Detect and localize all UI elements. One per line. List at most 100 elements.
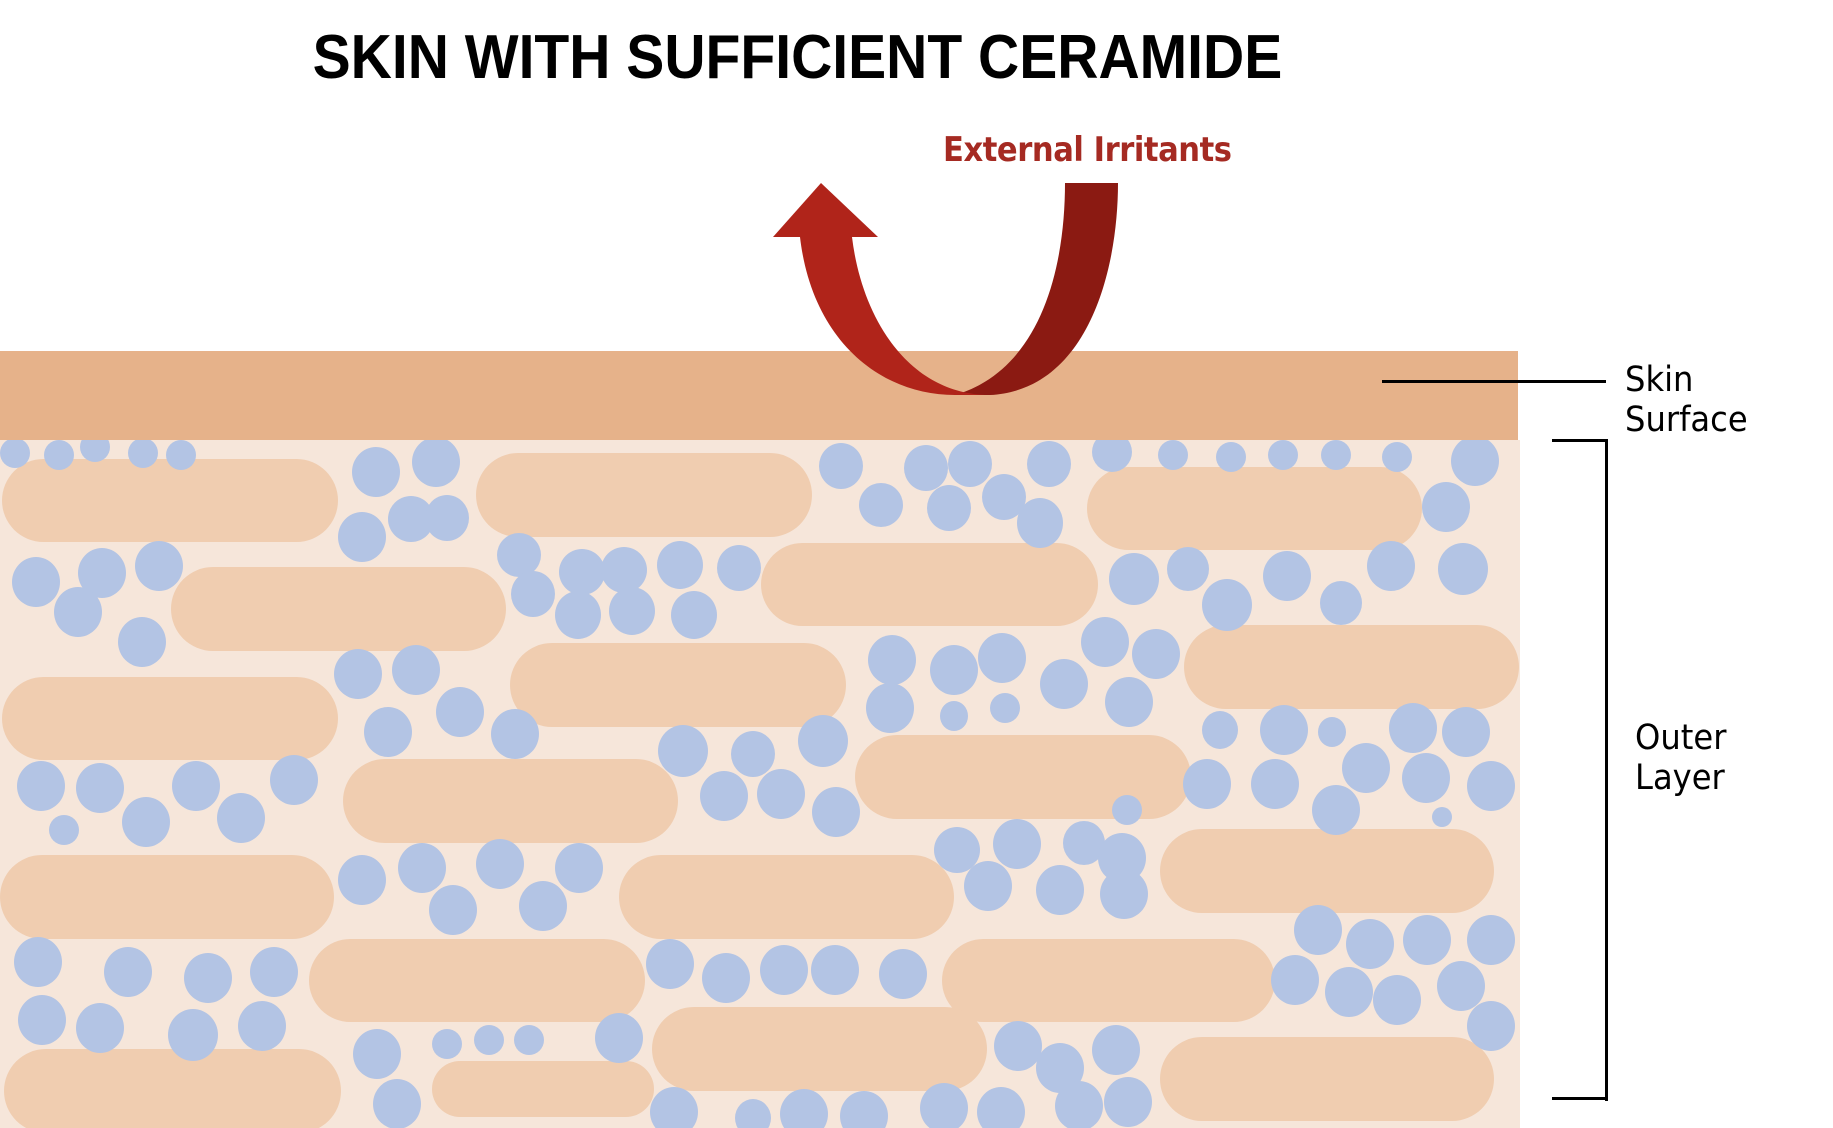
ceramide-droplet — [128, 440, 158, 468]
ceramide-droplet — [122, 797, 170, 847]
ceramide-droplet — [168, 1009, 218, 1061]
ceramide-droplet — [18, 995, 66, 1045]
external-irritants-label: External Irritants — [943, 130, 1232, 170]
ceramide-droplet — [353, 1029, 401, 1079]
ceramide-droplet — [1271, 955, 1319, 1005]
ceramide-droplet — [250, 947, 298, 997]
ceramide-droplet — [76, 763, 124, 813]
ceramide-droplet — [927, 485, 971, 531]
ceramide-droplet — [1346, 919, 1394, 969]
ceramide-droplet — [80, 440, 110, 462]
ceramide-droplet — [135, 541, 183, 591]
skin-cell — [2, 677, 338, 760]
ceramide-droplet — [1389, 703, 1437, 753]
ceramide-droplet — [735, 1099, 771, 1128]
ceramide-droplet — [1294, 905, 1342, 955]
outer-layer-region — [0, 440, 1520, 1128]
ceramide-droplet — [1268, 440, 1298, 470]
ceramide-droplet — [1167, 547, 1209, 591]
ceramide-droplet — [1092, 1025, 1140, 1075]
ceramide-droplet — [1100, 869, 1148, 919]
ceramide-droplet — [511, 571, 555, 617]
ceramide-droplet — [1158, 440, 1188, 470]
ceramide-droplet — [436, 687, 484, 737]
ceramide-droplet — [270, 755, 318, 805]
ceramide-droplet — [1451, 440, 1499, 486]
ceramide-droplet — [609, 587, 655, 635]
ceramide-droplet — [920, 1083, 968, 1128]
skin-cell — [0, 855, 334, 939]
ceramide-droplet — [519, 881, 567, 931]
ceramide-droplet — [1467, 1001, 1515, 1051]
skin-cell — [171, 567, 506, 651]
ceramide-droplet — [859, 483, 903, 527]
ceramide-droplet — [1320, 581, 1362, 625]
ceramide-droplet — [601, 547, 647, 593]
outer-layer-bracket-bottom — [1552, 1097, 1608, 1100]
ceramide-droplet — [1432, 807, 1452, 827]
ceramide-droplet — [700, 771, 748, 821]
ceramide-droplet — [476, 839, 524, 889]
ceramide-droplet — [1183, 759, 1231, 809]
skin-cell — [1087, 467, 1422, 550]
ceramide-droplet — [993, 819, 1041, 869]
skin-cell — [1160, 829, 1494, 913]
skin-cell — [942, 939, 1275, 1022]
ceramide-droplet — [1105, 677, 1153, 727]
ceramide-droplet — [172, 761, 220, 811]
ceramide-droplet — [54, 587, 102, 637]
ceramide-droplet — [373, 1079, 421, 1128]
diagram-title: SKIN WITH SUFFICIENT CERAMIDE — [312, 23, 1283, 92]
ceramide-droplet — [757, 769, 805, 819]
skin-cell — [309, 939, 645, 1022]
ceramide-droplet — [1318, 717, 1346, 747]
ceramide-droplet — [1402, 753, 1450, 803]
ceramide-droplet — [398, 843, 446, 893]
arrowhead-icon — [773, 183, 878, 237]
ceramide-droplet — [1321, 440, 1351, 470]
skin-cell — [1160, 1037, 1494, 1121]
ceramide-droplet — [940, 701, 968, 731]
ceramide-droplet — [658, 725, 708, 777]
ceramide-droplet — [1216, 442, 1246, 472]
ceramide-droplet — [1055, 1081, 1103, 1128]
ceramide-droplet — [14, 937, 62, 987]
ceramide-droplet — [1104, 1077, 1152, 1127]
skin-cell — [652, 1007, 987, 1091]
ceramide-droplet — [1312, 785, 1360, 835]
ceramide-droplet — [44, 440, 74, 470]
ceramide-droplet — [868, 635, 916, 685]
ceramide-droplet — [671, 591, 717, 639]
ceramide-droplet — [1342, 743, 1390, 793]
ceramide-droplet — [1442, 707, 1490, 757]
skin-cell — [4, 1049, 341, 1128]
ceramide-droplet — [1036, 865, 1084, 915]
ceramide-droplet — [474, 1025, 504, 1055]
skin-cell — [2, 459, 338, 542]
ceramide-droplet — [798, 715, 848, 767]
ceramide-droplet — [1422, 482, 1470, 532]
ceramide-droplet — [0, 440, 30, 468]
ceramide-droplet — [879, 949, 927, 999]
ceramide-droplet — [1202, 579, 1252, 631]
ceramide-droplet — [1437, 961, 1485, 1011]
skin-cell — [619, 855, 954, 939]
ceramide-droplet — [238, 1001, 286, 1051]
ceramide-droplet — [978, 633, 1026, 683]
ceramide-droplet — [104, 947, 152, 997]
skin-cell — [343, 759, 678, 843]
skin-cell — [761, 543, 1098, 626]
ceramide-droplet — [717, 545, 761, 591]
ceramide-droplet — [429, 885, 477, 935]
ceramide-droplet — [49, 815, 79, 845]
outer-layer-label: Outer Layer — [1635, 718, 1727, 798]
ceramide-droplet — [432, 1029, 462, 1059]
ceramide-droplet — [1467, 915, 1515, 965]
ceramide-droplet — [1092, 440, 1132, 472]
ceramide-droplet — [1367, 541, 1415, 591]
ceramide-droplet — [990, 693, 1020, 723]
ceramide-droplet — [76, 1003, 124, 1053]
ceramide-droplet — [497, 533, 541, 577]
ceramide-droplet — [595, 1013, 643, 1063]
ceramide-droplet — [1467, 761, 1515, 811]
